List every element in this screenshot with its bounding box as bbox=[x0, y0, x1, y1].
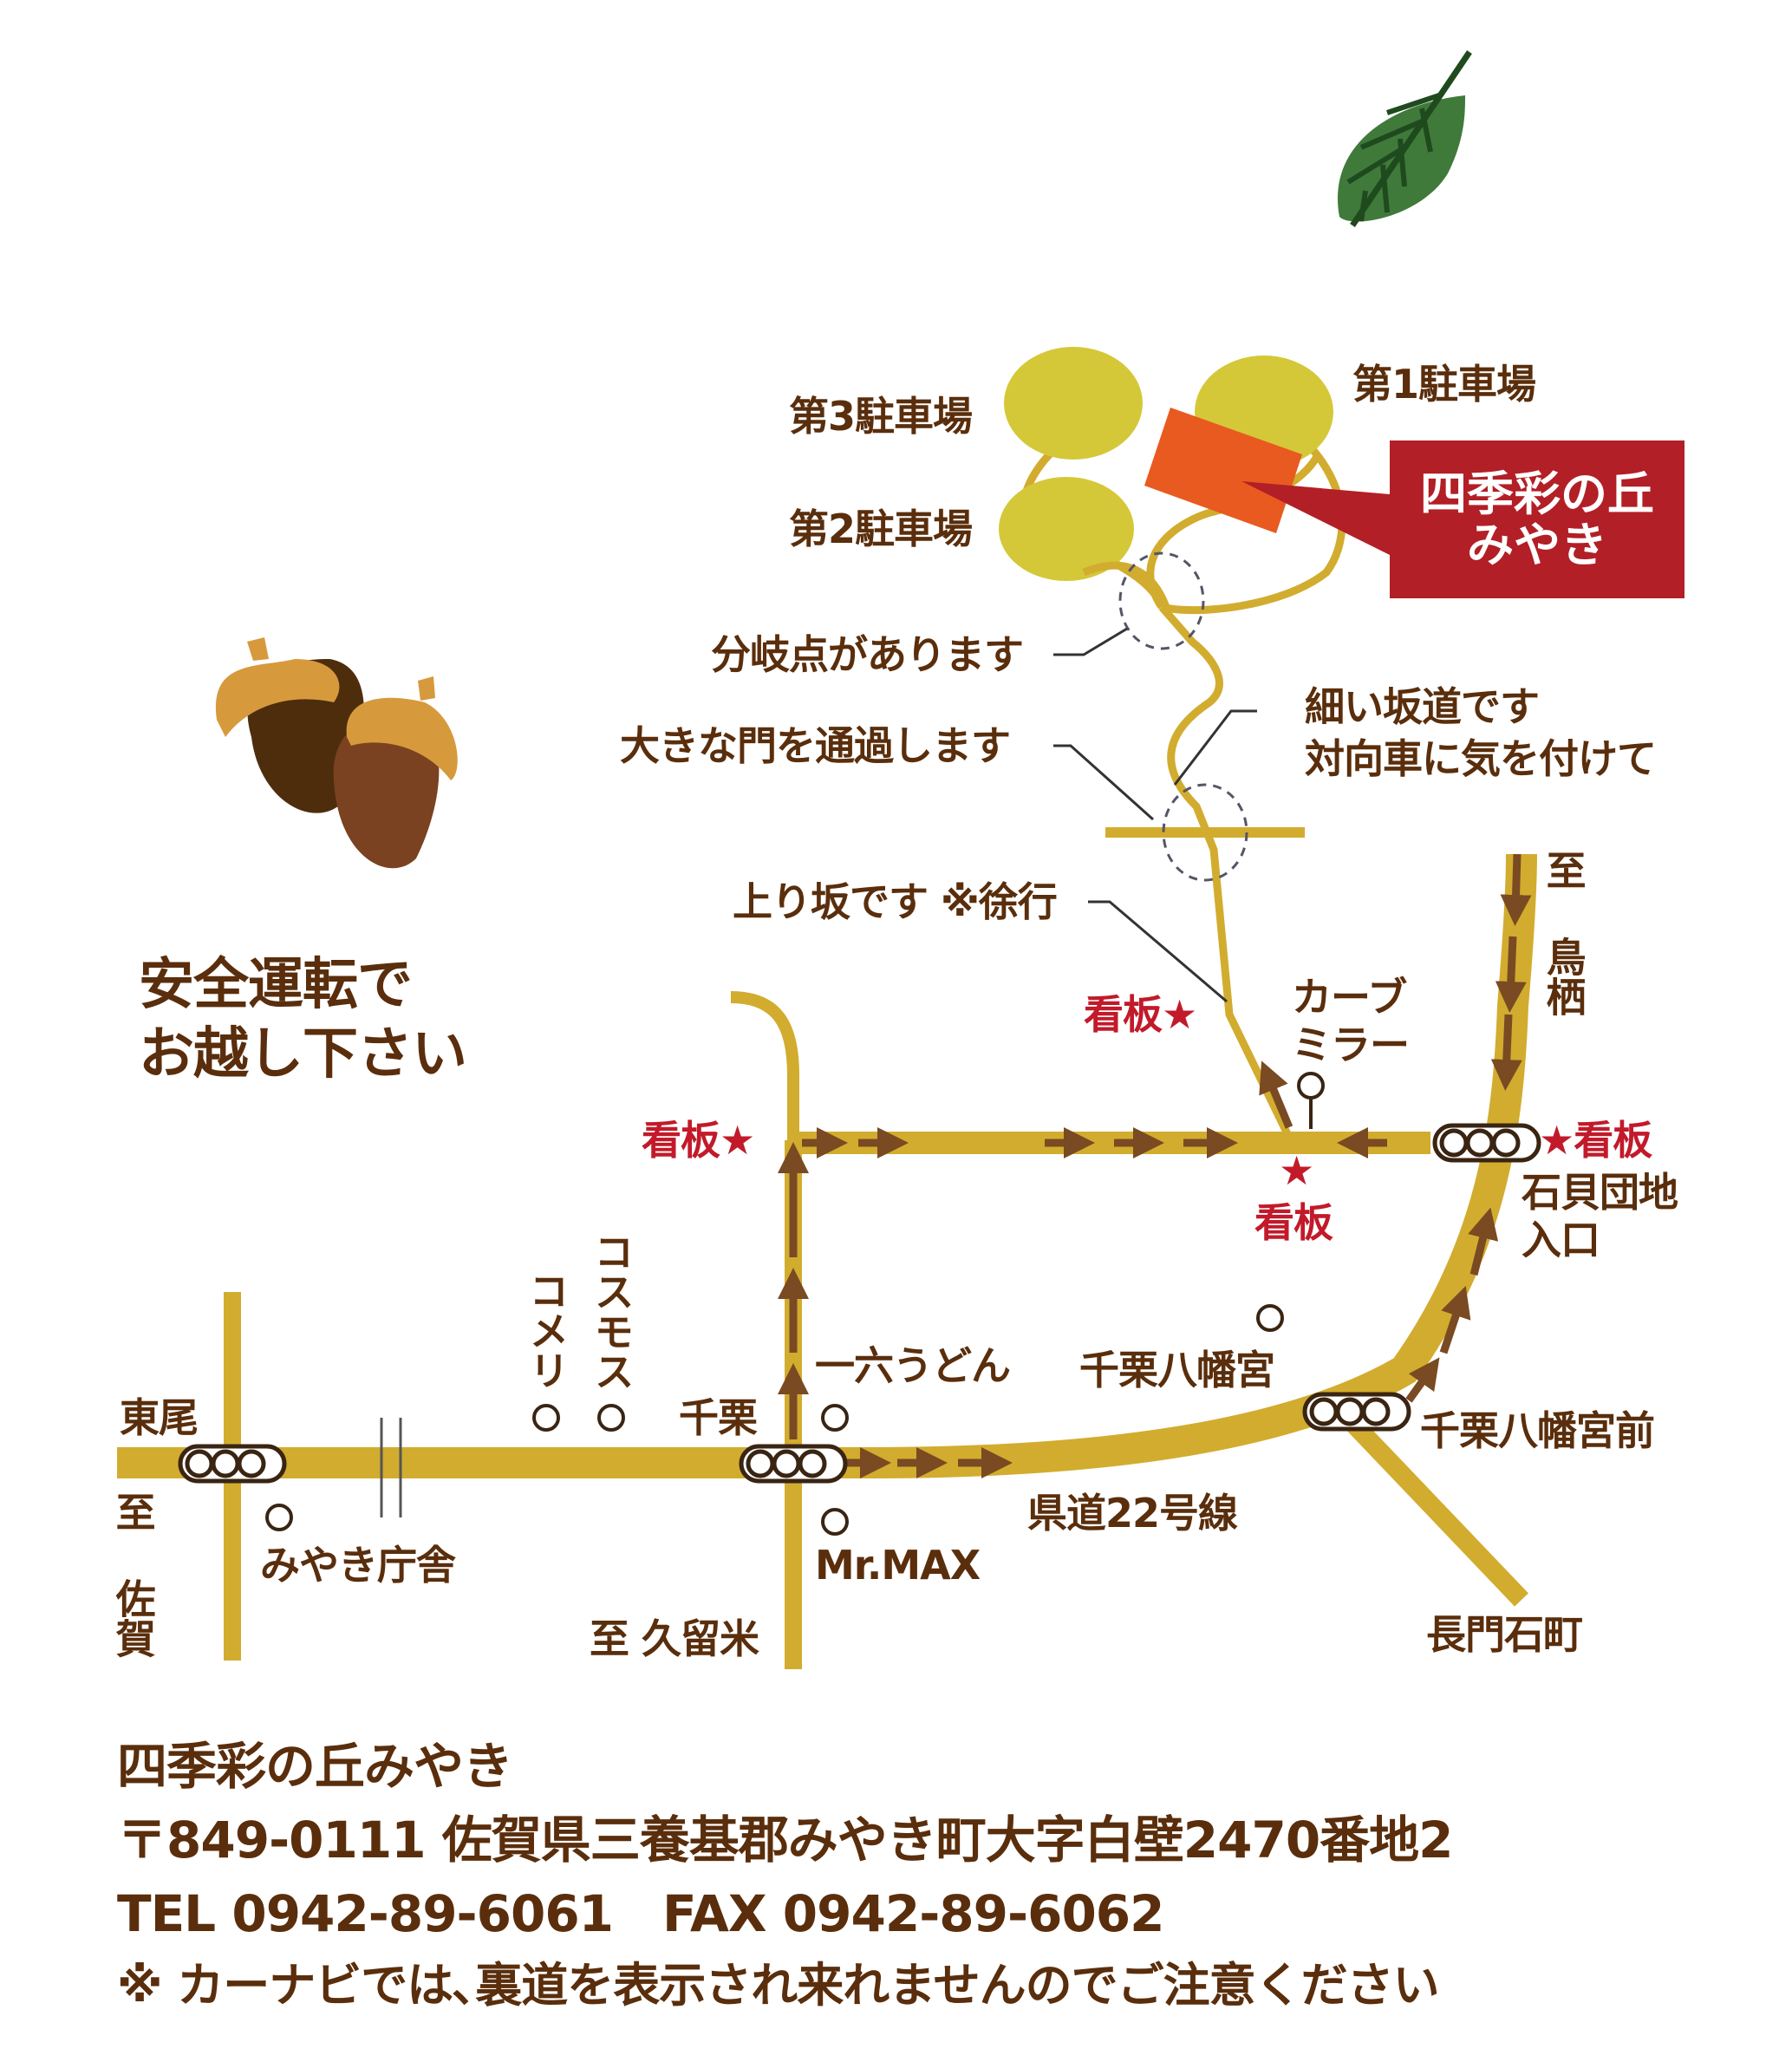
facility-building bbox=[1144, 408, 1302, 533]
uphill-note: 上り坂です ※徐行 bbox=[733, 878, 1058, 925]
ichiroku-label: 一六うどん bbox=[815, 1342, 1011, 1389]
to-saga: 至 佐賀 bbox=[109, 1491, 157, 1658]
ishigai-1: 石貝団地 bbox=[1522, 1169, 1678, 1216]
curve-mirror-1: カーブ bbox=[1292, 974, 1407, 1021]
to-tosu: 至 鳥栖 bbox=[1540, 850, 1587, 1016]
curve-mirror-2: ミラー bbox=[1292, 1021, 1410, 1068]
safety-line-1: 安全運転で bbox=[139, 953, 413, 1017]
cosmos-label: コスモス bbox=[588, 1231, 635, 1391]
parking-2-label: 第2駐車場 bbox=[789, 506, 973, 552]
traffic-light-icon bbox=[178, 1123, 1541, 1484]
navigation-note: ※ カーナビでは､裏道を表示され来れませんのでご注意ください bbox=[117, 1958, 1440, 2013]
acorn-icon bbox=[215, 637, 458, 869]
sign-label-4: ★看板 bbox=[1539, 1117, 1652, 1164]
parking-2 bbox=[999, 477, 1134, 581]
gate-note: 大きな門を通過します bbox=[620, 722, 1011, 769]
parking-3-label: 第3駐車場 bbox=[789, 393, 973, 440]
komeri-label: コメリ bbox=[523, 1270, 570, 1390]
mrmax-label: Mr.MAX bbox=[815, 1542, 981, 1589]
higashio-label: 東尾 bbox=[120, 1394, 199, 1441]
narrow-note-2: 対向車に気を付けて bbox=[1305, 735, 1657, 782]
hachimangu-label: 千栗八幡宮 bbox=[1079, 1347, 1275, 1393]
narrow-note-1: 細い坂道です bbox=[1305, 683, 1540, 730]
leaf-icon bbox=[1337, 50, 1472, 227]
sign-label-1: 看板★ bbox=[1084, 991, 1197, 1038]
parking-3 bbox=[1004, 347, 1143, 460]
facility-name: 四季彩の丘みやき bbox=[117, 1737, 513, 1796]
branch-note: 分岐点があります bbox=[711, 631, 1024, 678]
sign-star: ★ bbox=[1279, 1147, 1314, 1194]
safety-line-2: お越し下さい bbox=[139, 1022, 467, 1086]
phone-fax: TEL 0942-89-6061 FAX 0942-89-6062 bbox=[117, 1884, 1165, 1943]
destination-callout: 四季彩の丘 みやき bbox=[1390, 440, 1684, 598]
ishigai-2: 入口 bbox=[1522, 1217, 1600, 1263]
route22-label: 県道22号線 bbox=[1027, 1490, 1238, 1537]
sign-label-2: 看板★ bbox=[642, 1117, 755, 1164]
sign-label-3: 看板 bbox=[1254, 1199, 1333, 1246]
to-kurume: 至 久留米 bbox=[590, 1615, 759, 1662]
nagato-label: 長門石町 bbox=[1426, 1611, 1583, 1658]
chiriku-label: 千栗 bbox=[679, 1394, 758, 1441]
hachimangu-mae-label: 千栗八幡宮前 bbox=[1420, 1407, 1655, 1454]
parking-1-label: 第1駐車場 bbox=[1352, 361, 1536, 408]
miyaki-office-label: みやき庁舎 bbox=[260, 1542, 456, 1589]
address: 〒849-0111 佐賀県三養基郡みやき町大字白壁2470番地2 bbox=[117, 1811, 1454, 1870]
